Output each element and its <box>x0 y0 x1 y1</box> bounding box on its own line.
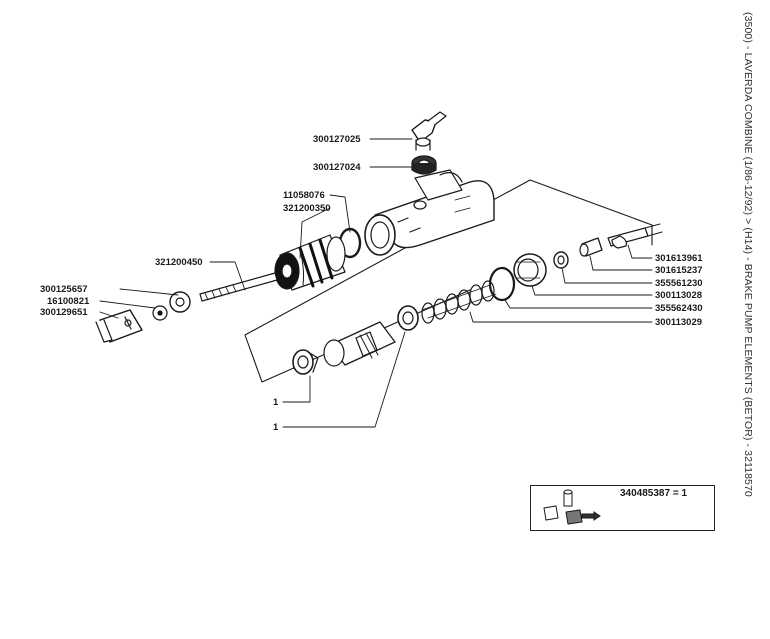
sealing-washer <box>553 251 569 269</box>
part-label-301613961: 301613961 <box>655 253 703 264</box>
part-label-300127024: 300127024 <box>313 162 361 173</box>
banjo-fitting <box>411 111 447 151</box>
pin <box>152 305 168 321</box>
cup-seal <box>292 349 319 375</box>
pipe-fitting <box>607 223 663 249</box>
page-side-title: (3500) - LAVERDA COMBINE (1/86-12/92) > … <box>742 12 754 497</box>
lock-nut <box>169 291 191 313</box>
part-label-321200450: 321200450 <box>155 257 203 268</box>
copper-washer <box>411 155 437 175</box>
o-ring <box>488 266 516 302</box>
part-label-301615237: 301615237 <box>655 265 703 276</box>
leader-lines <box>99 138 653 428</box>
part-label-300127025: 300127025 <box>313 134 361 145</box>
part-label-355562430: 355562430 <box>655 303 703 314</box>
push-rod <box>199 272 278 302</box>
repair-kit-icon <box>543 489 601 525</box>
part-label-300129651: 300129651 <box>40 307 88 318</box>
part-label-355561230: 355561230 <box>655 278 703 289</box>
clevis-fork <box>95 309 143 343</box>
part-label-11058076: 11058076 <box>283 190 325 201</box>
part-label-seal-a: 1 <box>273 397 279 408</box>
part-label-300113028: 300113028 <box>655 290 702 301</box>
repair-kit-box <box>530 485 715 531</box>
part-label-300113029: 300113029 <box>655 317 702 328</box>
piston <box>323 321 396 367</box>
pump-body <box>364 169 495 256</box>
part-label-seal-b: 1 <box>273 422 279 433</box>
union-nut <box>579 237 603 257</box>
repair-kit-label: 340485387 = 1 <box>620 488 688 499</box>
part-label-300125657: 300125657 <box>40 284 88 295</box>
return-spring <box>421 280 497 324</box>
dust-boot <box>274 234 346 291</box>
part-label-321200350: 321200350 <box>283 203 331 214</box>
part-label-16100821: 16100821 <box>47 296 90 307</box>
piston-washer <box>397 305 419 331</box>
end-plug <box>513 253 547 287</box>
